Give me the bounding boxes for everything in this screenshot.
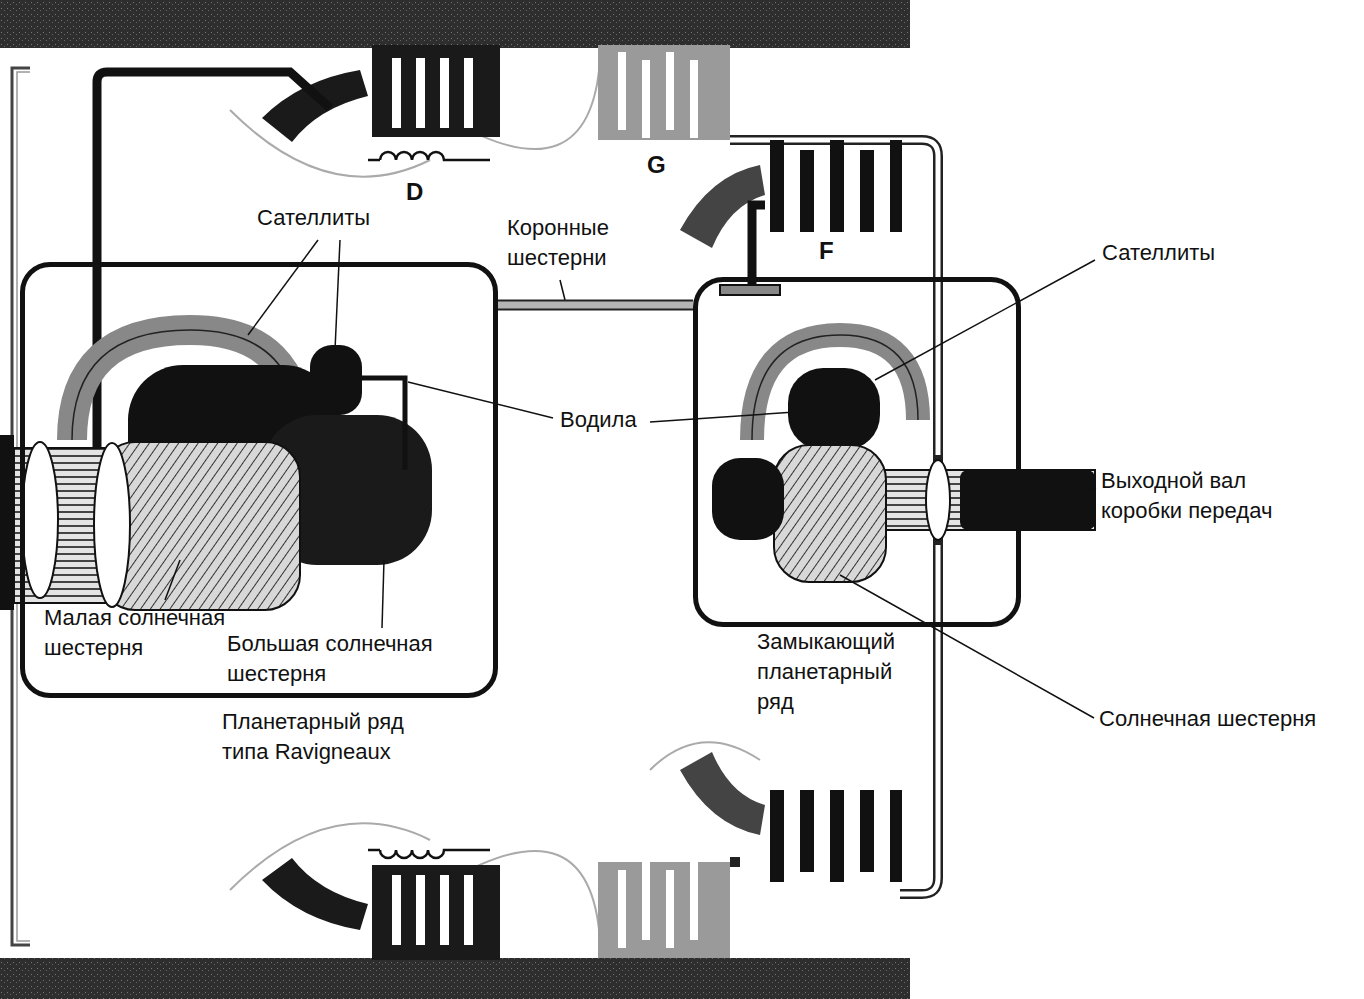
clutch-d — [372, 865, 500, 960]
clutch-f — [800, 150, 814, 232]
part-label: Малая солнечная шестерня — [44, 603, 244, 663]
clutch-plate-gap — [618, 870, 626, 948]
leader-line — [650, 412, 795, 422]
bearing-ring — [926, 460, 950, 540]
clutch-f — [770, 790, 784, 882]
piston — [262, 858, 368, 930]
carrier — [350, 378, 405, 470]
leader-line — [382, 560, 384, 628]
planetary-set-frame: Замыкающий планетарный ряд — [693, 277, 1021, 627]
clutch-plate-gap — [666, 870, 674, 948]
clutch-plate-gap — [416, 875, 425, 945]
output-shaft — [870, 470, 1095, 530]
leader-line — [335, 240, 340, 350]
clutch-f — [890, 790, 902, 882]
clutch-d — [372, 45, 500, 137]
clutch-letter: D — [406, 177, 423, 207]
part-label: Большая солнечная шестерня — [227, 629, 467, 689]
clutch-f — [770, 140, 784, 232]
clutch-letter: G — [647, 150, 666, 180]
bearing-ring — [94, 443, 130, 607]
clutch-g — [598, 862, 730, 958]
clutch-g — [598, 45, 730, 140]
group-heading: Планетарный ряд типа Ravigneaux — [222, 707, 412, 767]
leader-line — [408, 382, 553, 418]
clutch-plate-gap — [440, 875, 449, 945]
leader-line — [248, 240, 318, 335]
clutch-plate-gap — [440, 58, 449, 128]
clutch-plate-gap — [666, 52, 674, 130]
leader-line — [1080, 488, 1096, 492]
clutch-f — [830, 790, 844, 882]
piston — [680, 752, 765, 835]
clutch-plate-gap — [642, 60, 650, 138]
clutch-f — [860, 150, 874, 232]
part-label: Водила — [560, 405, 637, 435]
part-label: Сателлиты — [257, 203, 370, 233]
bearing-ring — [22, 442, 58, 598]
input-shaft-end — [0, 435, 14, 610]
clutch-plate-gap — [642, 862, 650, 940]
clutch-letter: F — [819, 236, 834, 266]
clutch-f — [860, 790, 874, 872]
clutch-plate-gap — [464, 875, 473, 945]
clutch-f — [830, 140, 844, 232]
piston — [262, 70, 368, 142]
clutch-plate-gap — [392, 875, 401, 945]
clutch-plate-gap — [392, 58, 401, 128]
ring-gear-link — [498, 305, 693, 306]
clutch-plate-gap — [416, 58, 425, 128]
clutch-f — [800, 790, 814, 872]
spring — [368, 850, 490, 858]
clutch-plate-gap — [464, 58, 473, 128]
clutch-plate-gap — [690, 862, 698, 940]
planet-gear — [788, 368, 880, 450]
part-label: Коронные шестерни — [507, 213, 657, 273]
clutch-plate-gap — [690, 60, 698, 138]
carrier — [712, 458, 784, 540]
leader-line — [560, 280, 565, 300]
part-label: Выходной вал коробки передач — [1101, 466, 1281, 526]
leader-line — [165, 560, 180, 600]
clutch-hub — [720, 285, 780, 295]
output-shaft — [960, 470, 1095, 530]
group-heading: Замыкающий планетарный ряд — [757, 627, 902, 717]
housing — [0, 0, 910, 48]
part-label: Солнечная шестерня — [1099, 704, 1316, 734]
housing — [0, 958, 910, 999]
sun-gear — [774, 445, 886, 582]
spring — [368, 152, 490, 160]
clutch-f — [890, 140, 902, 232]
clutch-plate-gap — [618, 52, 626, 130]
part-label: Сателлиты — [1102, 238, 1215, 268]
